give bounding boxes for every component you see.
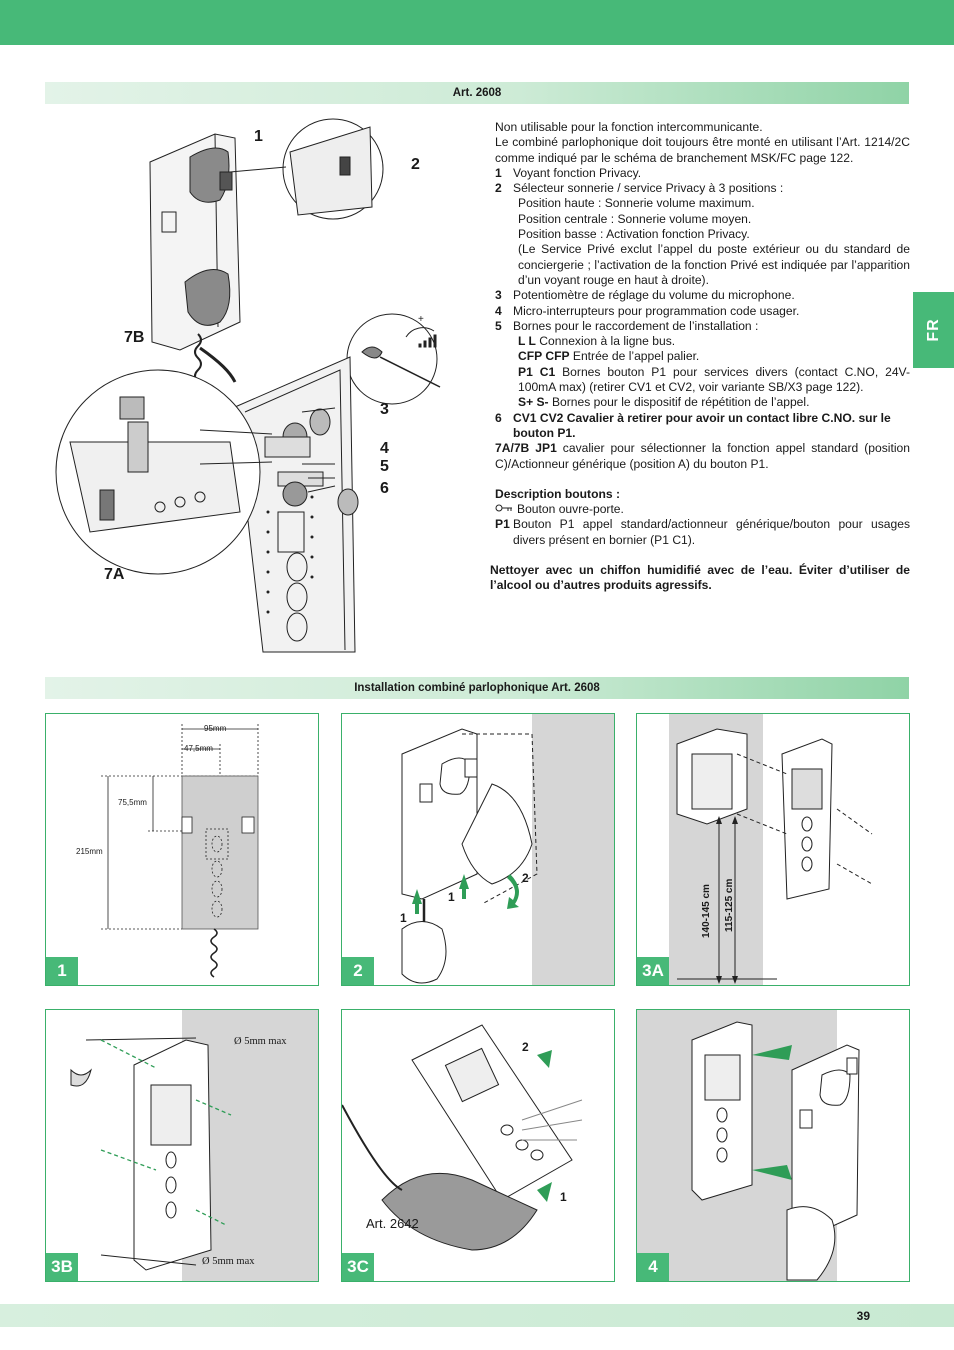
cleaning-warning: Nettoyer avec un chiffon humidifié avec … <box>490 563 910 593</box>
callout-1: 1 <box>254 128 263 145</box>
art-2642-label: Art. 2642 <box>366 1216 419 1231</box>
section-title-art-2608: Art. 2608 <box>45 82 909 104</box>
wall-box-drawing <box>669 714 873 985</box>
intro-line-2: Le combiné parlophonique doit toujours ê… <box>495 135 910 165</box>
panel-2-open-handset: 1 1 2 2 <box>341 713 615 986</box>
panel-1-label: 1 <box>46 957 78 985</box>
panel-4-label: 4 <box>637 1253 669 1281</box>
step-1-label: 1 <box>400 911 407 925</box>
buttons-title: Description boutons : <box>495 486 620 501</box>
language-tab-fr: FR <box>913 292 954 368</box>
fit-handset-drawing <box>637 1010 860 1281</box>
callout-3: 3 <box>380 401 389 418</box>
section-title-installation: Installation combiné parlophonique Art. … <box>45 677 909 699</box>
callout-2: 2 <box>411 156 420 173</box>
dim-47-5mm: 47,5mm <box>184 744 213 753</box>
handset-exploded-drawing: + <box>55 118 441 653</box>
panel-3c-label: 3C <box>342 1253 374 1281</box>
top-header-bar <box>0 0 954 45</box>
item-2-sub-3: Position basse : Activation fonction Pri… <box>518 227 750 242</box>
hole-size-bottom: Ø 5mm max <box>202 1256 255 1267</box>
dimensions-drawing <box>101 724 259 978</box>
box-mount-drawing <box>342 1024 583 1251</box>
page-number: 39 <box>856 1309 870 1323</box>
height-115-125: 115-125 cm <box>724 878 735 932</box>
item-7: 7A/7B JP1 cavalier pour sélectionner la … <box>495 441 910 471</box>
callout-7a: 7A <box>104 566 125 583</box>
item-5-cfp: CFP CFP Entrée de l’appel palier. <box>518 349 700 364</box>
item-5-p1: P1 C1 Bornes bouton P1 pour services div… <box>518 364 910 395</box>
button-key-row: Bouton ouvre-porte. <box>490 502 910 517</box>
item-2-sub-4: (Le Service Privé exclut l’appel du post… <box>518 242 910 287</box>
item-5-s: S+ S- Bornes pour le dispositif de répét… <box>518 395 810 410</box>
panel-3a-wall-box: 140-145 cm 115-125 cm 3A <box>636 713 910 986</box>
language-tab-label: FR <box>924 318 942 342</box>
panel-2-label: 2 <box>342 957 374 985</box>
description-text: Non utilisable pour la fonction intercom… <box>490 120 910 594</box>
hole-size-top: Ø 5mm max <box>234 1036 287 1047</box>
dim-75-5mm: 75,5mm <box>118 798 147 807</box>
panel-3a-label: 3A <box>637 957 669 985</box>
item-5-ll: L L Connexion à la ligne bus. <box>518 334 676 349</box>
panel-4-fit-handset: 4 <box>636 1009 910 1282</box>
svg-text:+: + <box>418 314 424 325</box>
step-2b-label: 2 <box>522 1040 529 1054</box>
dim-215mm: 215mm <box>76 847 103 856</box>
height-140-145: 140-145 cm <box>701 884 712 938</box>
step-1c-label: 1 <box>560 1190 567 1204</box>
panel-1-dimensions: 95mm 47,5mm 75,5mm 215mm 1 <box>45 713 319 986</box>
step-1b-label: 1 <box>448 890 455 904</box>
intro-line-1: Non utilisable pour la fonction intercom… <box>495 120 763 134</box>
open-handset-drawing <box>401 714 614 985</box>
wall-plugs-drawing <box>70 1010 318 1281</box>
panel-3b-wall-plugs: Ø 5mm max Ø 5mm max 3B <box>45 1009 319 1282</box>
callout-5: 5 <box>380 458 389 475</box>
callout-7b: 7B <box>124 329 145 346</box>
footer-bar <box>0 1304 954 1327</box>
item-2-sub-1: Position haute : Sonnerie volume maximum… <box>518 196 755 211</box>
panel-3b-label: 3B <box>46 1253 78 1281</box>
callout-6: 6 <box>380 480 389 497</box>
panel-3c-box-mount: 2 1 Art. 2642 3C <box>341 1009 615 1282</box>
callout-4: 4 <box>380 440 389 457</box>
item-2-sub-2: Position centrale : Sonnerie volume moye… <box>518 211 752 226</box>
step-2-label: 2 <box>522 871 529 885</box>
dim-95mm: 95mm <box>204 724 227 733</box>
key-icon <box>495 502 517 517</box>
